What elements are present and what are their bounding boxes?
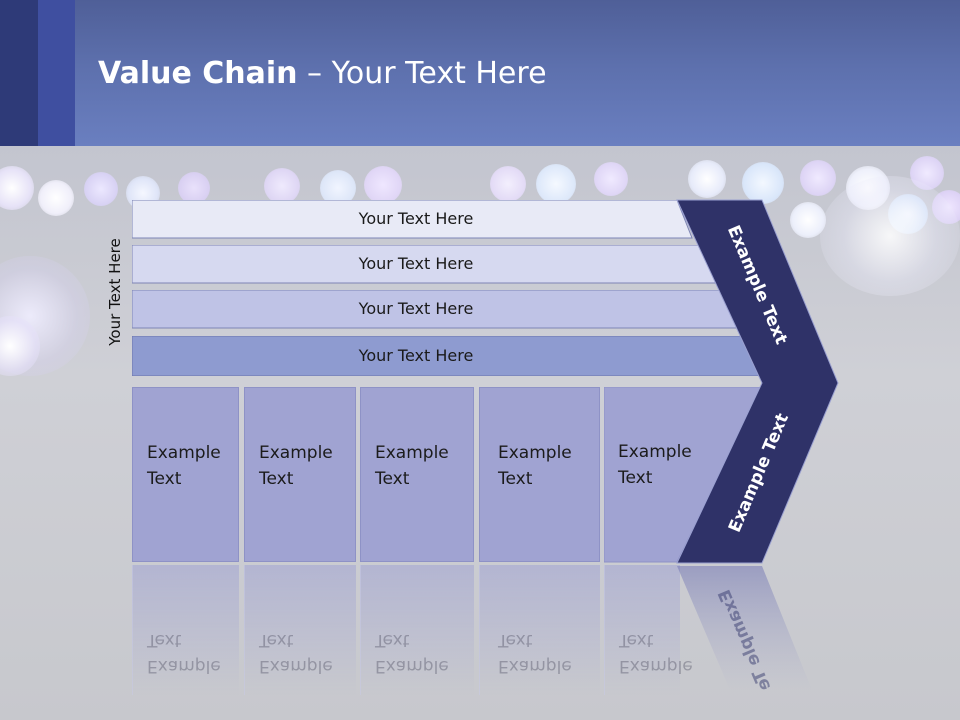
bokeh-light — [536, 164, 576, 204]
header-accent-strip — [0, 0, 38, 146]
value-row-2-label: Your Text Here — [358, 254, 474, 273]
bokeh-light — [178, 172, 210, 204]
bokeh-light — [264, 168, 300, 204]
bokeh-light — [490, 166, 526, 202]
value-row-4-label: Your Text Here — [358, 346, 474, 365]
value-row-1-label: Your Text Here — [358, 209, 474, 228]
bokeh-light — [364, 166, 402, 204]
bokeh-light — [38, 180, 74, 216]
value-row-2[interactable]: Your Text Here — [132, 245, 719, 284]
bokeh-light — [0, 166, 34, 210]
value-row-3-label: Your Text Here — [358, 299, 474, 318]
slide-header: Value Chain – Your Text Here — [0, 0, 960, 146]
slide-title[interactable]: Value Chain – Your Text Here — [98, 54, 547, 94]
value-row-1[interactable]: Your Text Here — [132, 200, 694, 239]
margin-chevron-shape[interactable] — [676, 199, 839, 564]
bokeh-light — [820, 176, 960, 296]
bokeh-light — [594, 162, 628, 196]
title-rest: – Your Text Here — [297, 56, 547, 91]
bokeh-light — [742, 162, 784, 204]
header-accent-strip-2 — [38, 0, 75, 146]
bokeh-light — [688, 160, 726, 198]
margin-chevron-reflection — [677, 566, 812, 690]
bokeh-light — [800, 160, 836, 196]
title-bold: Value Chain — [98, 56, 298, 91]
value-row-4[interactable]: Your Text Here — [132, 336, 767, 376]
bokeh-light — [84, 172, 118, 206]
